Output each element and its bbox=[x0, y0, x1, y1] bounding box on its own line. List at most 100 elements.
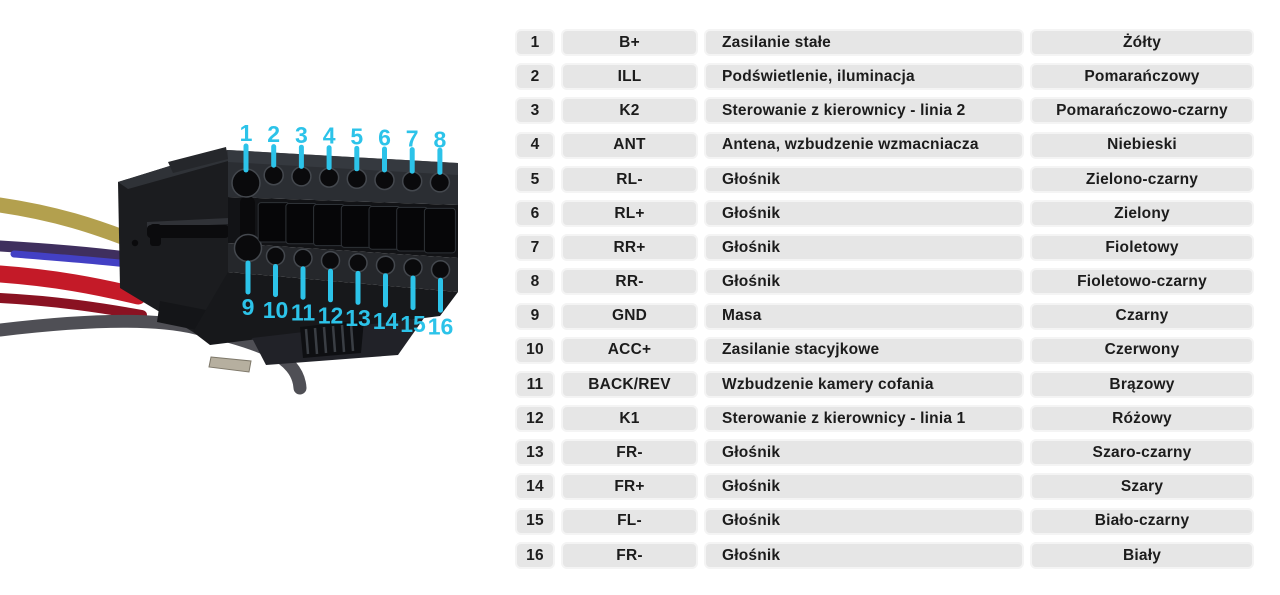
housing-underside bbox=[193, 272, 458, 345]
front-socket bbox=[285, 203, 318, 245]
pin-hole bbox=[375, 255, 396, 275]
key-channel bbox=[240, 196, 255, 242]
wire-color-cell: Fioletowy bbox=[1030, 234, 1254, 262]
pin-number-cell: 7 bbox=[515, 234, 555, 262]
signal-name-cell: K1 bbox=[561, 405, 698, 433]
description-cell: Głośnik bbox=[704, 507, 1024, 535]
pin-number-label: 12 bbox=[318, 302, 344, 328]
description-cell: Głośnik bbox=[704, 439, 1024, 467]
pin-number-cell: 13 bbox=[515, 439, 555, 467]
pin-hole bbox=[348, 253, 368, 273]
pin-deck-bottom bbox=[228, 243, 458, 292]
wire-color-cell: Czarny bbox=[1030, 302, 1254, 330]
housing-step bbox=[157, 301, 206, 331]
signal-name-cell: GND bbox=[561, 302, 698, 330]
pin-number-cell: 4 bbox=[515, 131, 555, 159]
wire-blue bbox=[10, 250, 132, 268]
signal-name-cell: RR+ bbox=[561, 234, 698, 262]
pin-hole bbox=[320, 250, 341, 271]
description-cell: Głośnik bbox=[704, 268, 1024, 296]
description-cell: Zasilanie stacyjkowe bbox=[704, 336, 1024, 364]
signal-name-cell: B+ bbox=[561, 29, 698, 56]
pin-number-label: 1 bbox=[240, 120, 253, 146]
pin-hole bbox=[265, 246, 286, 266]
description-cell: Głośnik bbox=[704, 541, 1024, 569]
front-socket bbox=[423, 207, 456, 254]
pin-number-cell: 15 bbox=[515, 507, 555, 535]
pin-number-cell: 2 bbox=[515, 63, 555, 91]
wire-color-cell: Biały bbox=[1030, 541, 1254, 569]
pin-number-cell: 6 bbox=[515, 199, 555, 227]
pin-number-label: 4 bbox=[323, 123, 336, 149]
front-socket bbox=[396, 206, 429, 252]
pin-number-label: 11 bbox=[291, 300, 316, 326]
wire-color-cell: Różowy bbox=[1030, 405, 1254, 433]
pin-number-cell: 8 bbox=[515, 268, 555, 296]
pin-holes bbox=[231, 164, 456, 280]
signal-name-cell: FL- bbox=[561, 507, 698, 535]
wire-color-cell: Zielono-czarny bbox=[1030, 165, 1254, 193]
wire-color-cell: Brązowy bbox=[1030, 370, 1254, 398]
wire-color-cell: Szaro-czarny bbox=[1030, 439, 1254, 467]
signal-name-cell: ANT bbox=[561, 131, 698, 159]
description-cell: Głośnik bbox=[704, 165, 1024, 193]
pin-hole bbox=[374, 169, 395, 191]
housing-dimple bbox=[131, 239, 139, 247]
pin-hole bbox=[429, 172, 451, 193]
housing-left-face bbox=[118, 150, 228, 332]
pin-number-label: 14 bbox=[373, 308, 399, 334]
description-cell: Wzbudzenie kamery cofania bbox=[704, 370, 1024, 398]
pin-hole bbox=[233, 233, 263, 263]
description-cell: Antena, wzbudzenie wzmacniacza bbox=[704, 131, 1024, 159]
pin-number-label: 7 bbox=[406, 125, 419, 151]
description-cell: Głośnik bbox=[704, 473, 1024, 501]
front-socket bbox=[257, 202, 290, 243]
pin-number-label: 8 bbox=[434, 126, 447, 152]
pin-number-label: 2 bbox=[267, 121, 280, 147]
pin-hole bbox=[430, 260, 451, 280]
wire-red bbox=[0, 265, 147, 305]
pin-deck-highlight bbox=[228, 150, 458, 175]
signal-name-cell: RR- bbox=[561, 268, 698, 296]
front-socket bbox=[313, 204, 346, 247]
pin-number-cell: 9 bbox=[515, 302, 555, 330]
wire-color-cell: Niebieski bbox=[1030, 131, 1254, 159]
wire-violet bbox=[0, 240, 132, 263]
pin-number-label: 15 bbox=[400, 311, 426, 337]
pin-number-cell: 10 bbox=[515, 336, 555, 364]
wire-yellow bbox=[0, 197, 146, 251]
signal-name-cell: RL+ bbox=[561, 199, 698, 227]
pin-hole bbox=[293, 248, 313, 269]
description-cell: Masa bbox=[704, 302, 1024, 330]
pin-number-cell: 11 bbox=[515, 370, 555, 398]
signal-name-cell: ACC+ bbox=[561, 336, 698, 364]
signal-name-cell: FR- bbox=[561, 439, 698, 467]
wire-maroon bbox=[0, 293, 147, 320]
wire-color-cell: Zielony bbox=[1030, 199, 1254, 227]
description-cell: Sterowanie z kierownicy - linia 1 bbox=[704, 405, 1024, 433]
pin-number-label: 16 bbox=[428, 314, 454, 340]
pin-number-cell: 3 bbox=[515, 97, 555, 125]
pin-number-label: 3 bbox=[295, 122, 308, 148]
wire-color-cell: Pomarańczowo-czarny bbox=[1030, 97, 1254, 125]
pin-hole bbox=[346, 168, 368, 190]
pin-number-cell: 16 bbox=[515, 541, 555, 569]
wire-color-cell: Pomarańczowy bbox=[1030, 63, 1254, 91]
pin-number-cell: 14 bbox=[515, 473, 555, 501]
pin-number-label: 5 bbox=[350, 124, 363, 150]
pin-hole bbox=[263, 164, 284, 186]
pin-number-label: 9 bbox=[242, 294, 255, 320]
signal-name-cell: ILL bbox=[561, 63, 698, 91]
